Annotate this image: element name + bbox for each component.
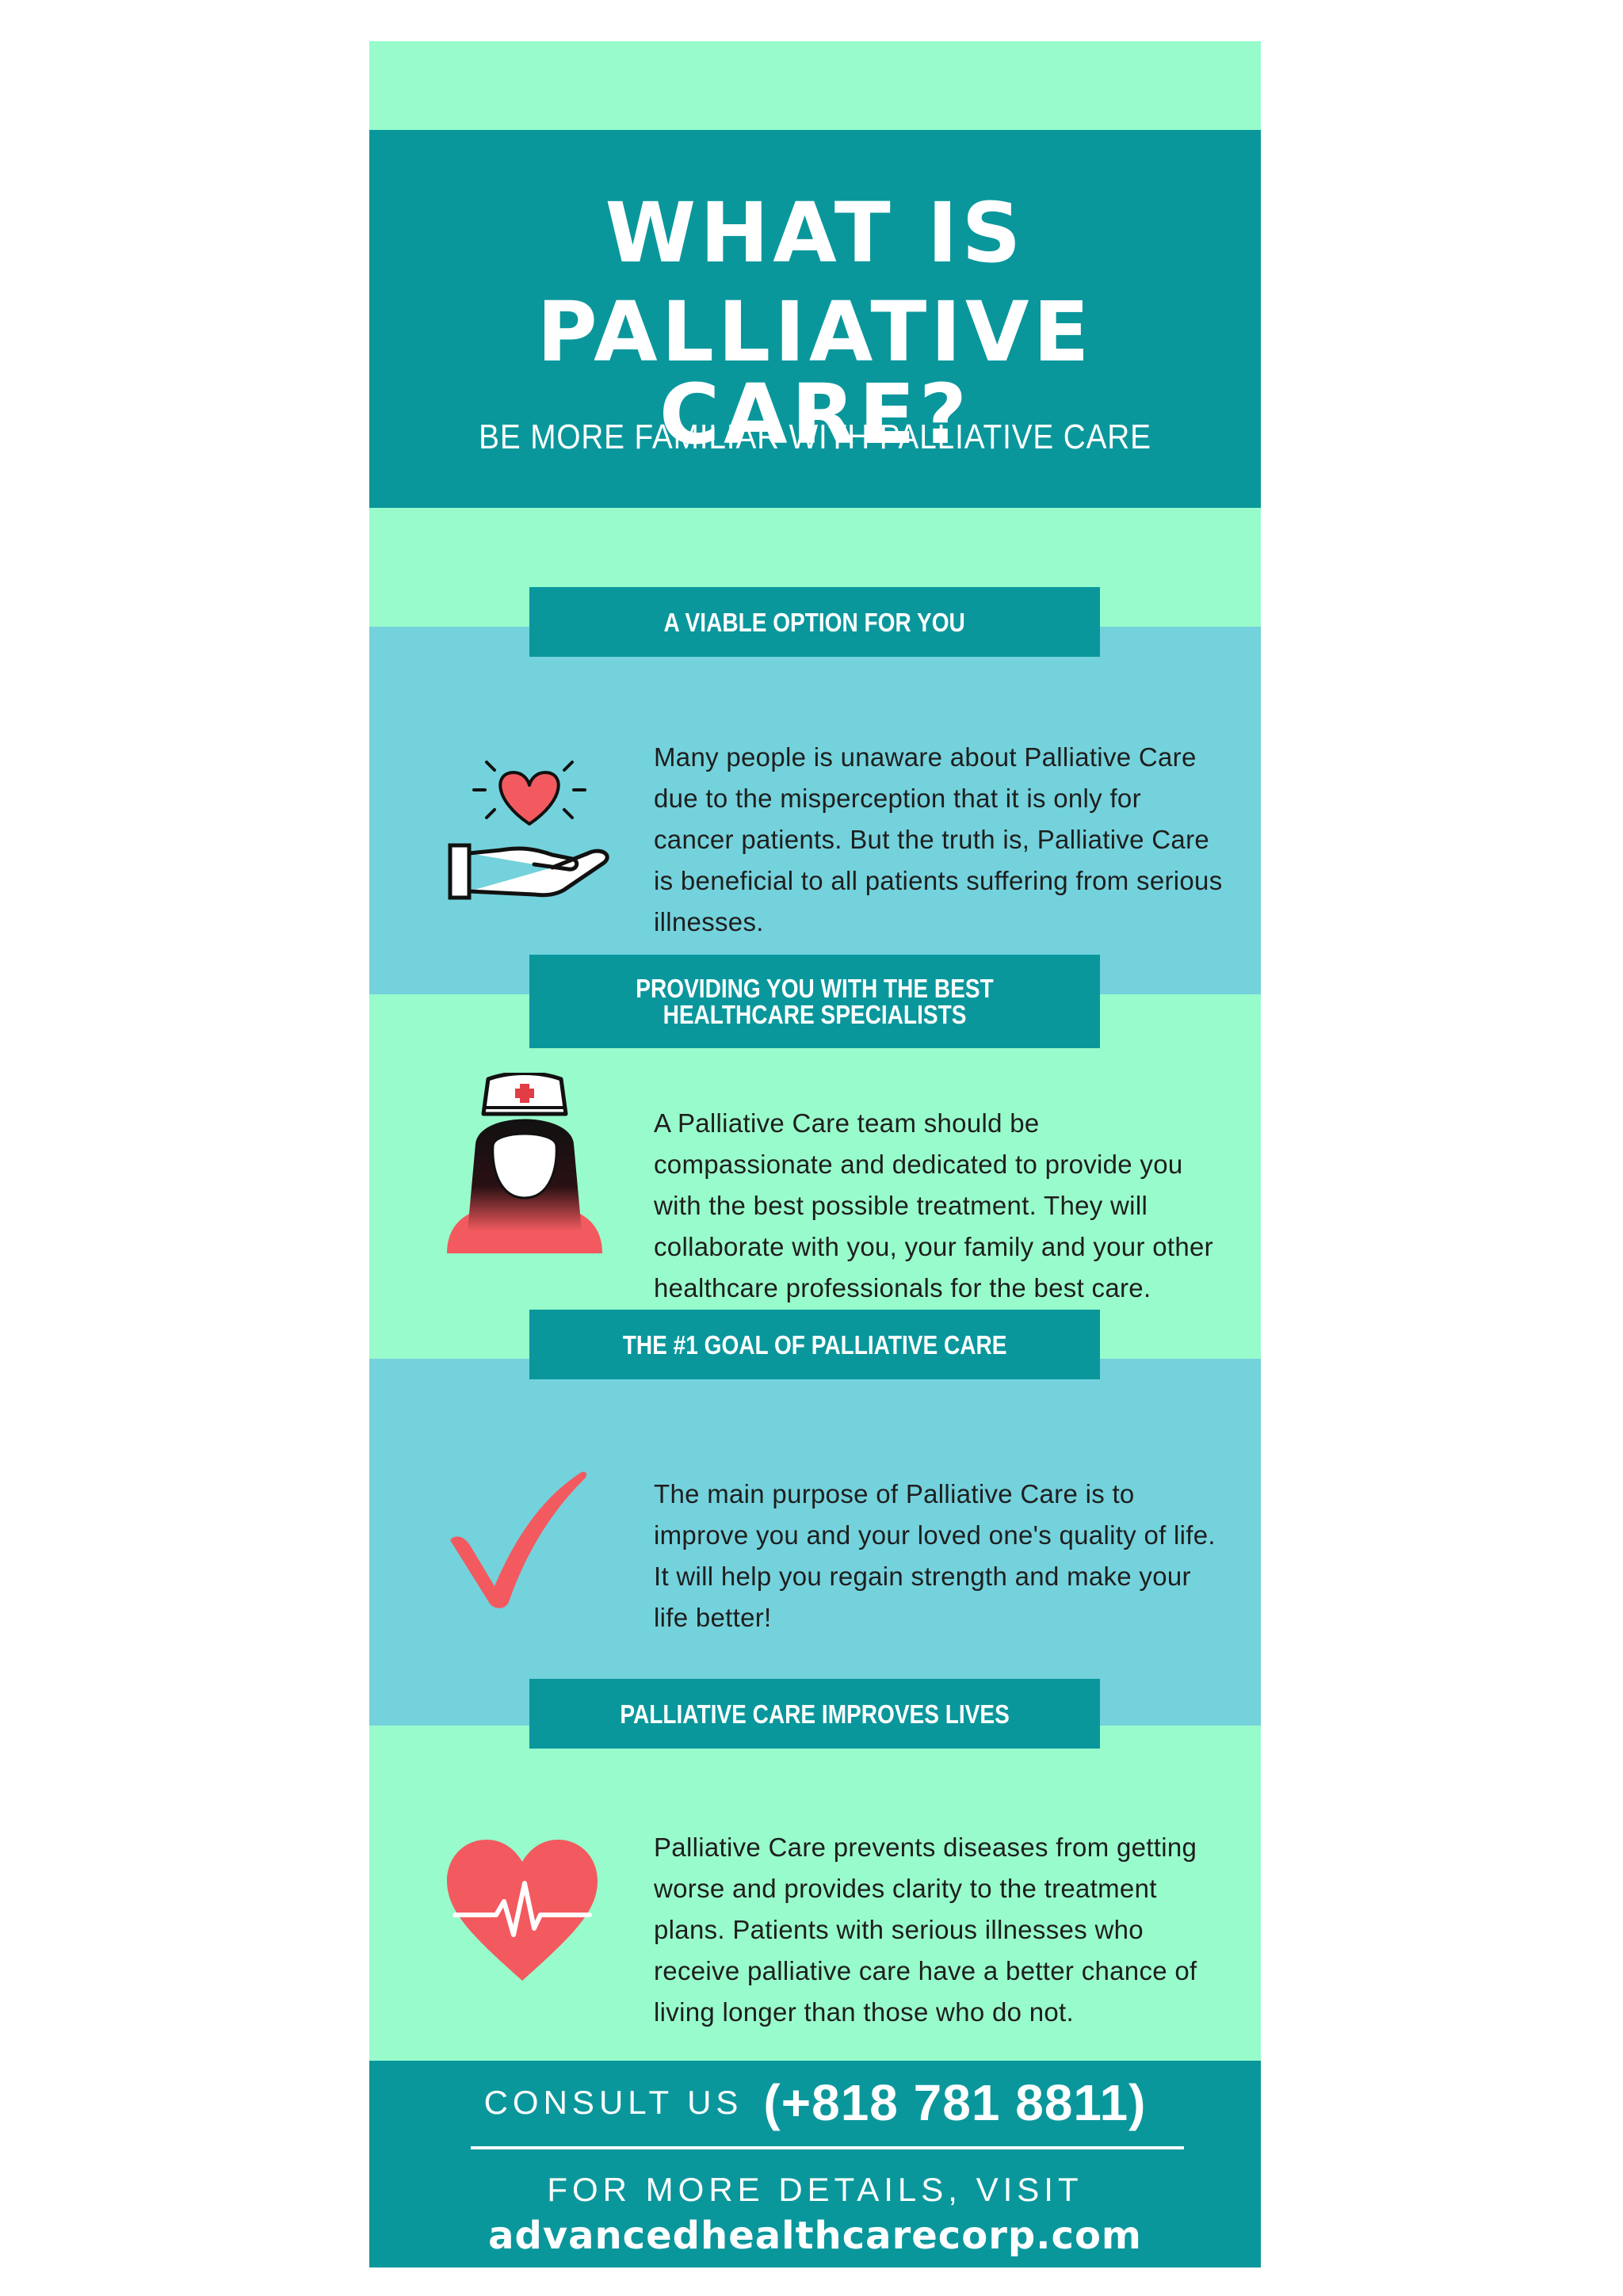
consult-label: CONSULT US bbox=[483, 2084, 743, 2121]
heartbeat-heart-icon bbox=[447, 1840, 598, 1981]
section-1-text: Many people is unaware about Palliative … bbox=[654, 742, 1223, 936]
footer-divider bbox=[471, 2146, 1184, 2149]
consult-row: CONSULT US (+818 781 8811) bbox=[369, 2073, 1261, 2132]
section-4-text: Palliative Care prevents diseases from g… bbox=[654, 1833, 1197, 2027]
page-title-line2: PALLIATIVE CARE? bbox=[537, 284, 1094, 463]
phone-number[interactable]: (+818 781 8811) bbox=[763, 2074, 1147, 2131]
page-title-line1: WHAT IS bbox=[605, 185, 1025, 281]
footer-banner bbox=[369, 2061, 1261, 2267]
page-subtitle: BE MORE FAMILIAR WITH PALLIATIVE CARE bbox=[479, 418, 1151, 456]
section-3-label: THE #1 GOAL OF PALLIATIVE CARE bbox=[529, 1310, 1100, 1379]
heart-in-hand-icon bbox=[448, 761, 609, 900]
checkmark-icon bbox=[450, 1471, 587, 1608]
top-mint-band bbox=[369, 41, 1261, 130]
section-2-label: PROVIDING YOU WITH THE BEST HEALTHCARE S… bbox=[529, 955, 1100, 1048]
more-details-label: FOR MORE DETAILS, VISIT bbox=[547, 2171, 1083, 2208]
header-banner: WHAT IS PALLIATIVE CARE? BE MORE FAMILIA… bbox=[369, 130, 1261, 508]
section-1-label: A VIABLE OPTION FOR YOU bbox=[529, 587, 1100, 657]
section-4-label: PALLIATIVE CARE IMPROVES LIVES bbox=[529, 1679, 1100, 1749]
infographic-poster: WHAT IS PALLIATIVE CARE? BE MORE FAMILIA… bbox=[369, 41, 1261, 2267]
section-2-text: A Palliative Care team should be compass… bbox=[654, 1108, 1213, 1302]
nurse-icon bbox=[447, 1073, 602, 1253]
section-3-text: The main purpose of Palliative Care is t… bbox=[654, 1479, 1216, 1632]
website-link[interactable]: advancedhealthcarecorp.com bbox=[488, 2214, 1142, 2258]
